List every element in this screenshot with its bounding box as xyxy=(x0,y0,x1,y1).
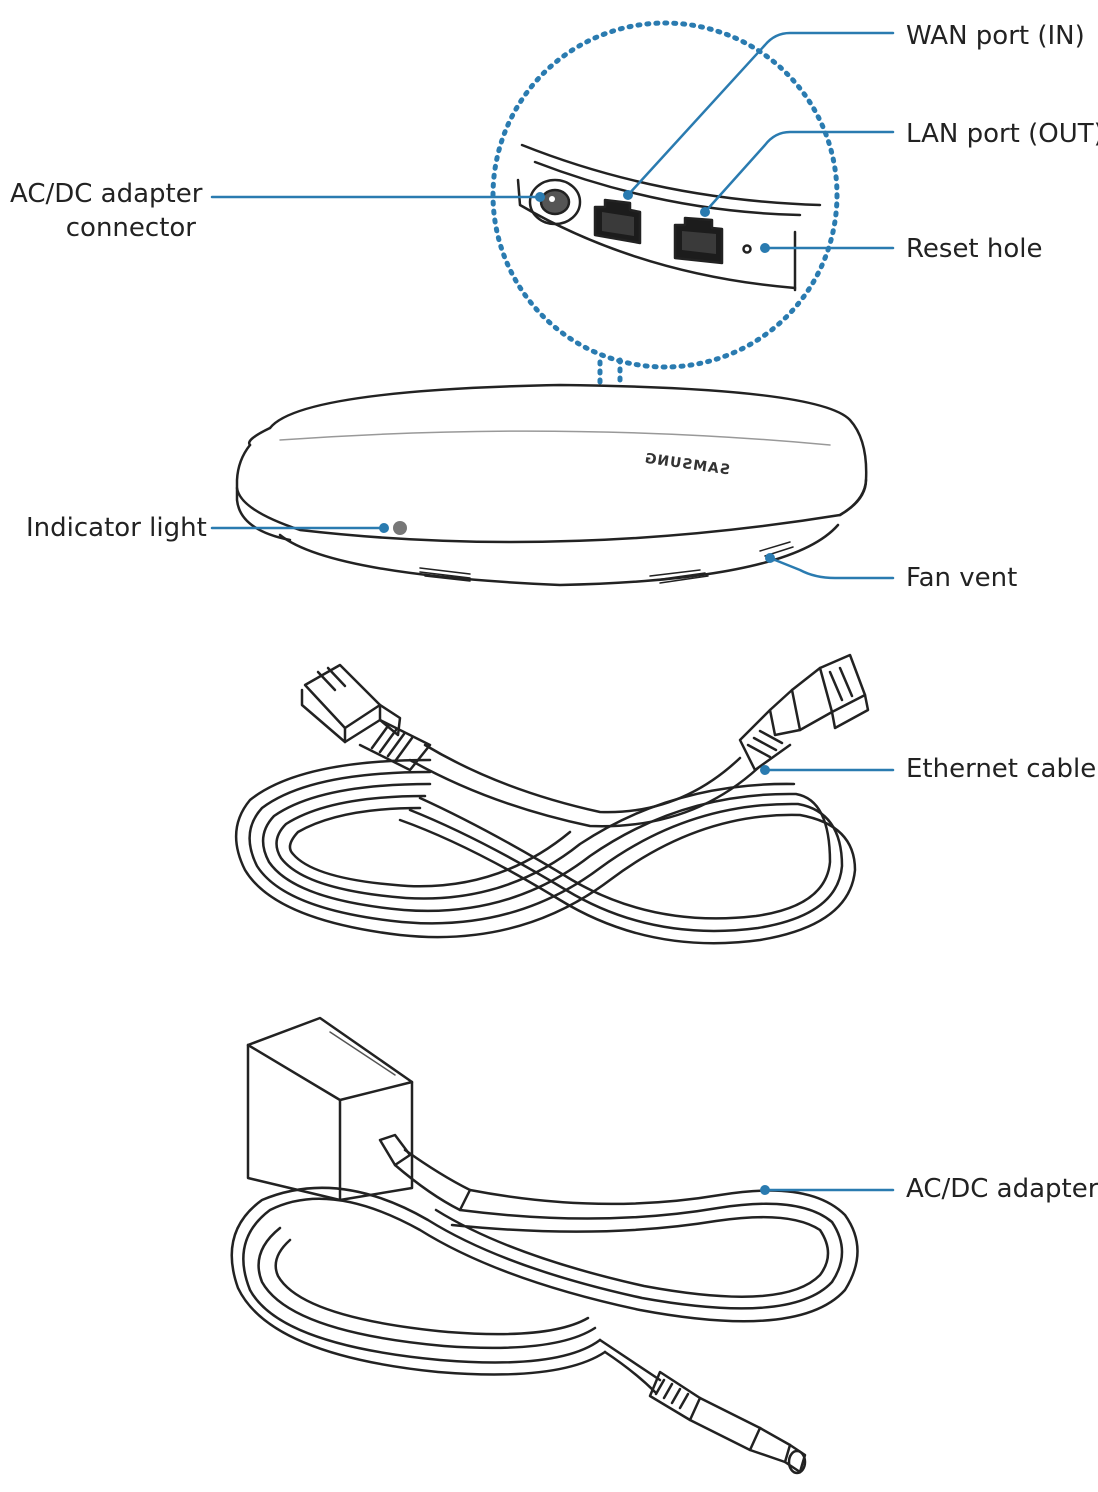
callout-lines xyxy=(210,31,895,1192)
label-lan-port: LAN port (OUT) xyxy=(906,119,1098,149)
ethernet-plug-right xyxy=(738,653,870,772)
label-reset-hole: Reset hole xyxy=(906,234,1043,264)
fan-vent-shape xyxy=(419,541,794,584)
label-ethernet-cable: Ethernet cable xyxy=(906,754,1097,784)
ethernet-plug-left xyxy=(300,663,432,772)
adapter-connector-port xyxy=(528,178,582,226)
lan-port-shape xyxy=(673,216,724,265)
zoom-circle xyxy=(490,20,840,388)
hub-back-detail xyxy=(516,143,822,292)
hub-device xyxy=(235,383,868,587)
ethernet-cable-illustration xyxy=(234,653,870,945)
dc-barrel-plug xyxy=(648,1370,807,1475)
wan-port-shape xyxy=(593,198,642,245)
callout-dots xyxy=(379,190,775,1195)
label-fan-vent: Fan vent xyxy=(906,563,1018,593)
reset-hole-shape xyxy=(742,244,752,254)
label-adapter-connector-line1: AC/DC adapter xyxy=(10,179,203,209)
label-ac-dc-adapter: AC/DC adapter xyxy=(906,1174,1098,1204)
brand-logo-text: SAMSUNG xyxy=(643,451,731,479)
label-indicator-light: Indicator light xyxy=(26,513,207,543)
label-adapter-connector-line2: connector xyxy=(65,213,196,243)
indicator-light-shape xyxy=(393,521,407,535)
label-wan-port: WAN port (IN) xyxy=(906,21,1085,51)
ac-dc-adapter-illustration xyxy=(230,1016,859,1475)
